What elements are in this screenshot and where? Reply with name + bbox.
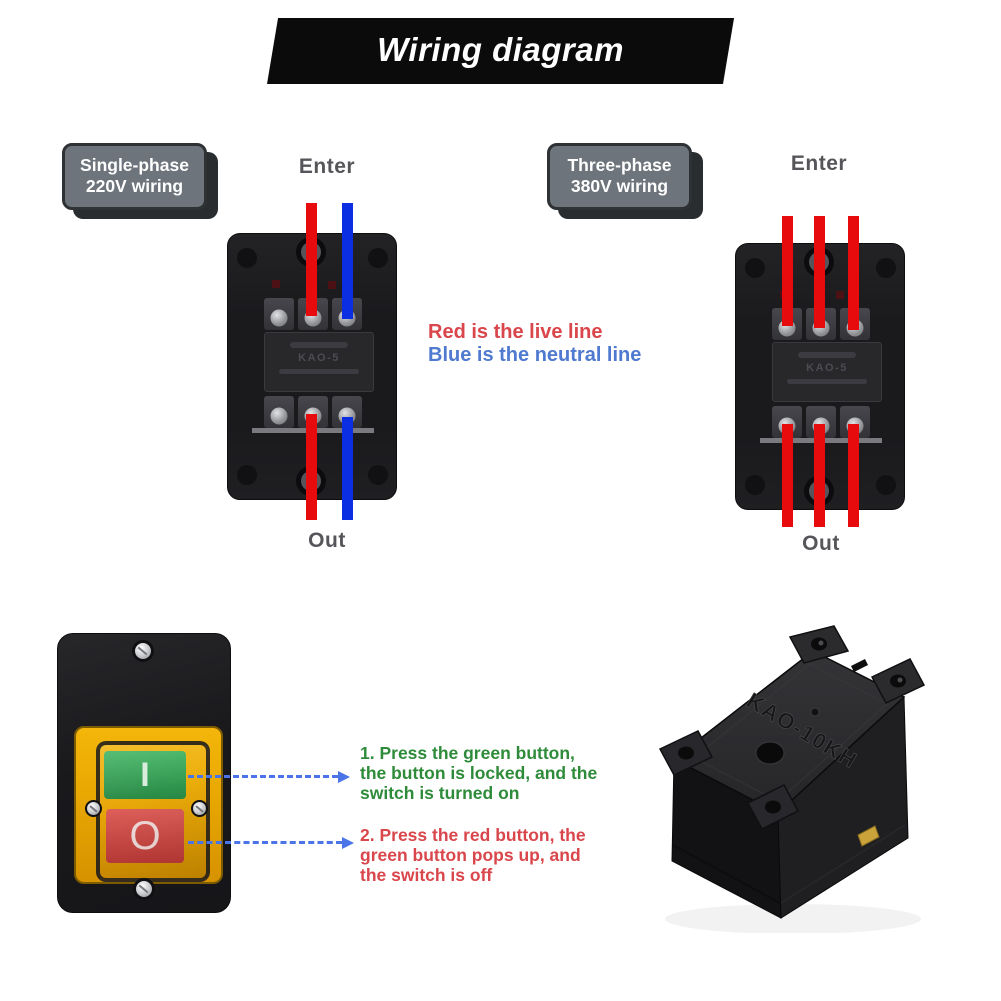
terminal-mark [272, 280, 280, 288]
arrow-line-green-button [188, 775, 338, 778]
model-text: KAO-5 [298, 352, 340, 364]
cover-screw-right [191, 800, 208, 817]
corner-recess [237, 465, 257, 485]
embossed-line [798, 352, 856, 358]
yellow-part [857, 825, 880, 847]
mounting-tabs [658, 625, 926, 830]
enter-label-left: Enter [298, 155, 356, 178]
three-phase-label-line2: 380V wiring [570, 176, 669, 196]
cover-screw-left [85, 800, 102, 817]
instruction-line: green button pops up, and [360, 845, 581, 865]
case-screw [810, 707, 820, 717]
cable-entry-hole [755, 741, 785, 765]
red-off-button: O [106, 809, 184, 863]
instruction-line: 1. Press the green button, [360, 743, 575, 763]
corner-recess [368, 248, 388, 268]
enter-label-right: Enter [790, 152, 848, 175]
out-label-left: Out [308, 529, 346, 552]
red-button-instruction: 2. Press the red button, the green butto… [360, 825, 635, 885]
mount-screw-top [132, 640, 154, 662]
three-phase-label: Three-phase 380V wiring [547, 143, 692, 210]
wire-neutral-in-left [342, 203, 353, 319]
title-banner: Wiring diagram [267, 18, 735, 84]
terminal-mark [328, 281, 336, 289]
switch-back-3d-photo: KAO-10KH [658, 625, 926, 933]
page-title: Wiring diagram [377, 31, 624, 68]
wire-color-legend: Red is the live line Blue is the neutral… [428, 321, 641, 367]
neutral-line-legend: Blue is the neutral line [428, 344, 642, 366]
lid-seam-right [780, 824, 906, 904]
arrow-line-red-button [188, 841, 342, 844]
mount-tab-hole [765, 800, 781, 814]
embossed-line [787, 379, 867, 384]
on-symbol: I [140, 756, 150, 794]
switch-model-block: KAO-5 [264, 332, 374, 392]
corner-recess [876, 475, 896, 495]
terminal-top-1 [264, 298, 294, 330]
wire-neutral-out-left [342, 417, 353, 520]
instruction-line: the button is locked, and the [360, 763, 598, 783]
model-text: KAO-5 [806, 362, 848, 374]
switch-front-photo: I O [57, 633, 231, 913]
three-phase-label-line1: Three-phase [567, 155, 672, 175]
corner-recess [876, 258, 896, 278]
corner-recess [745, 258, 765, 278]
lid-seam-left [672, 844, 781, 904]
wire-phase1-in-right [782, 216, 793, 326]
instruction-line: the switch is off [360, 865, 493, 885]
terminal-mark [836, 291, 844, 299]
mount-screw-bottom [133, 878, 155, 900]
wire-phase2-in-right [814, 216, 825, 328]
out-label-right: Out [802, 532, 840, 555]
wire-phase3-out-right [848, 424, 859, 527]
wire-live-in-left [306, 203, 317, 316]
corner-recess [368, 465, 388, 485]
instruction-line: switch is turned on [360, 783, 520, 803]
off-symbol: O [129, 814, 161, 858]
live-line-legend: Red is the live line [428, 321, 603, 343]
embossed-line [279, 369, 359, 374]
switch-model-block: KAO-5 [772, 342, 882, 402]
wire-live-out-left [306, 414, 317, 520]
box-shadow [665, 904, 921, 933]
wire-phase2-out-right [814, 424, 825, 527]
arrow-head-green-button [338, 771, 350, 783]
instruction-line: 2. Press the red button, the [360, 825, 586, 845]
green-button-instruction: 1. Press the green button, the button is… [360, 743, 635, 803]
green-on-button: I [104, 751, 186, 799]
vent-slot [851, 659, 868, 672]
wire-phase3-in-right [848, 216, 859, 330]
corner-recess [745, 475, 765, 495]
corner-recess [237, 248, 257, 268]
mount-tab-hole [678, 746, 694, 760]
arrow-head-red-button [342, 837, 354, 849]
single-phase-label: Single-phase 220V wiring [62, 143, 207, 210]
single-phase-label-line2: 220V wiring [85, 176, 184, 196]
single-phase-label-line1: Single-phase [80, 155, 189, 175]
tab-pin [818, 640, 824, 646]
terminal-bottom-1 [264, 396, 294, 428]
tab-pin [897, 677, 903, 683]
embossed-line [290, 342, 348, 348]
wire-phase1-out-right [782, 424, 793, 527]
